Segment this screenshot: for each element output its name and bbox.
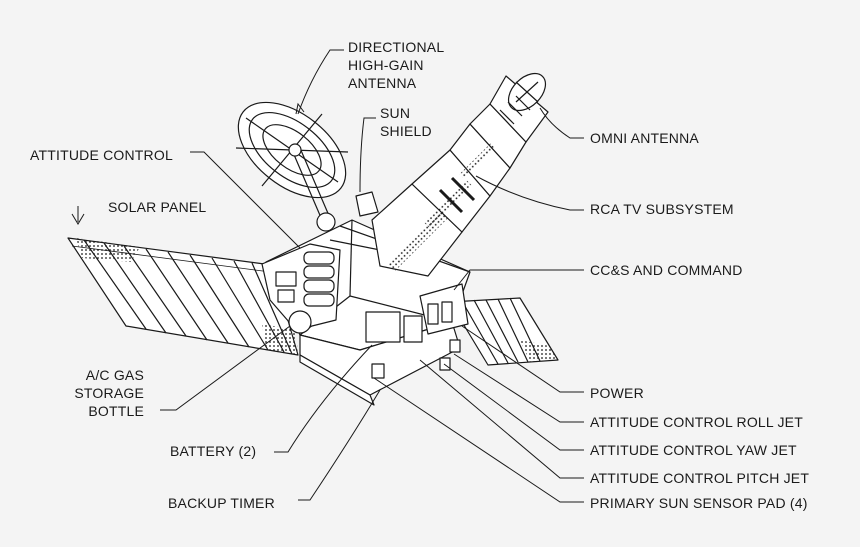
solar-panel-left xyxy=(67,237,299,356)
label-battery: BATTERY (2) xyxy=(170,443,257,459)
label-sun-shield: SUN SHIELD xyxy=(380,105,432,139)
label-backup-timer: BACKUP TIMER xyxy=(168,495,275,511)
label-ac-gas-bottle: A/C GAS STORAGE BOTTLE xyxy=(74,367,144,419)
solar-panel-right xyxy=(449,297,559,366)
leader-lines xyxy=(71,49,584,503)
label-sun-sensor: PRIMARY SUN SENSOR PAD (4) xyxy=(590,495,808,511)
label-roll-jet: ATTITUDE CONTROL ROLL JET xyxy=(590,414,803,430)
attitude-control-unit xyxy=(261,243,341,334)
label-solar-panel: SOLAR PANEL xyxy=(108,199,207,215)
high-gain-dish xyxy=(235,101,349,232)
label-ccs-command: CC&S AND COMMAND xyxy=(590,262,743,278)
label-rca-tv: RCA TV SUBSYSTEM xyxy=(590,201,734,217)
label-directional-antenna: DIRECTIONAL HIGH-GAIN ANTENNA xyxy=(348,39,445,91)
rca-tv-camera xyxy=(371,72,549,277)
label-omni-antenna: OMNI ANTENNA xyxy=(590,130,699,146)
label-yaw-jet: ATTITUDE CONTROL YAW JET xyxy=(590,442,797,458)
label-attitude-control: ATTITUDE CONTROL xyxy=(30,147,173,163)
electronics-boxes xyxy=(365,283,469,379)
label-pitch-jet: ATTITUDE CONTROL PITCH JET xyxy=(590,470,810,486)
label-power: POWER xyxy=(590,385,644,401)
sun-shield-panel xyxy=(355,191,379,217)
